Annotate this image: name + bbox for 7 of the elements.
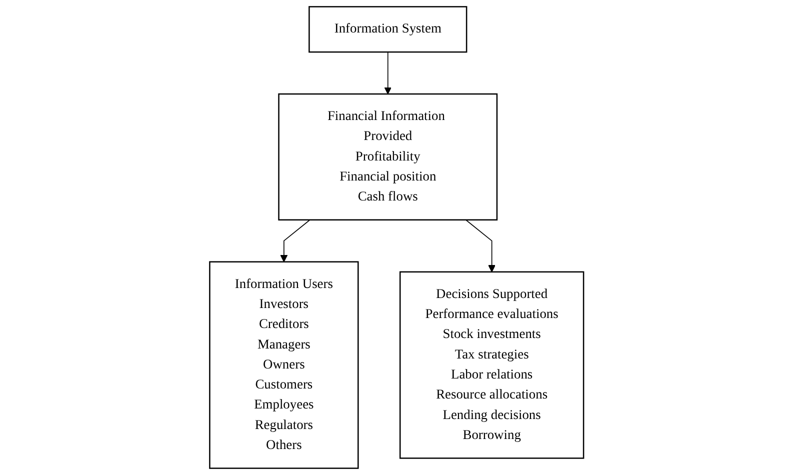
arrow bbox=[466, 219, 496, 272]
node-box: Information System bbox=[308, 6, 468, 53]
arrow bbox=[384, 52, 392, 94]
arrow bbox=[280, 219, 311, 262]
node-box: Financial Information Provided Profitability Financial position Cash flows bbox=[278, 93, 498, 220]
node-box: Information Users Investors Creditors Managers Owners Customers Employees Regulators Others bbox=[209, 261, 360, 469]
node-box: Decisions Supported Performance evaluations Stock investments Tax strategies Labor relations Resource allocations Lending decisions Borrowing bbox=[400, 271, 585, 459]
